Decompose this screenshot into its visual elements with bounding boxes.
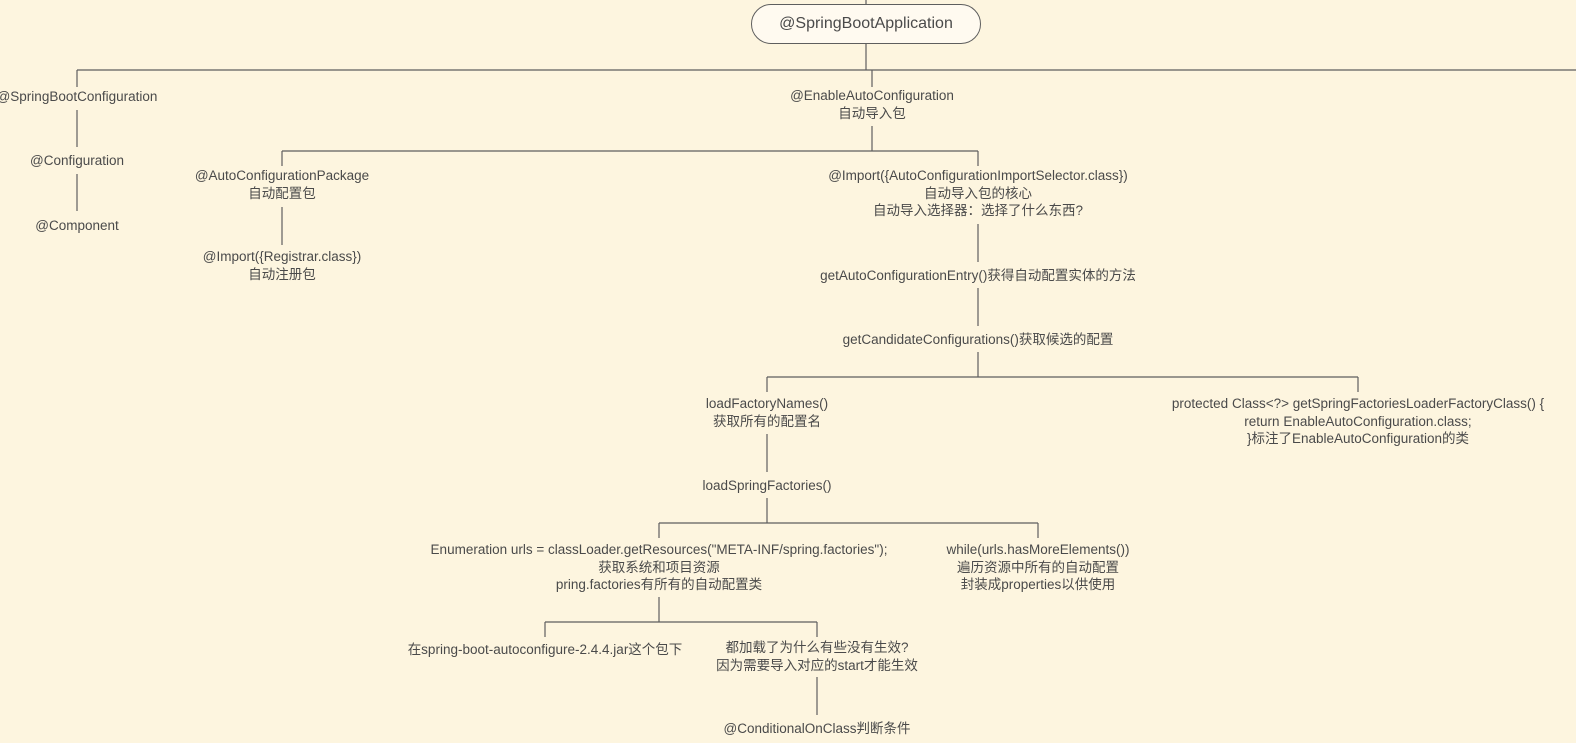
node-factories-loader-class[interactable]: protected Class<?> getSpringFactoriesLoa… <box>1172 395 1544 448</box>
node-text: 自动注册包 <box>248 266 316 282</box>
node-enable-auto-configuration[interactable]: @EnableAutoConfiguration 自动导入包 <box>790 87 954 122</box>
node-import-registrar[interactable]: @Import({Registrar.class}) 自动注册包 <box>203 248 362 283</box>
node-text: @SpringBootConfiguration <box>0 89 158 104</box>
node-text: }标注了EnableAutoConfiguration的类 <box>1246 431 1470 446</box>
node-load-factory-names[interactable]: loadFactoryNames() 获取所有的配置名 <box>706 395 828 430</box>
node-text: 自动导入包的核心 <box>924 185 1032 201</box>
node-text: 在spring-boot-autoconfigure-2.4.4.jar这个包下 <box>407 642 683 657</box>
node-text: getCandidateConfigurations()获取候选的配置 <box>842 332 1114 347</box>
node-text: @Import({AutoConfigurationImportSelector… <box>828 168 1128 183</box>
node-text: 获取所有的配置名 <box>712 413 821 429</box>
node-text: @ConditionalOnClass判断条件 <box>723 721 911 736</box>
node-auto-configuration-package[interactable]: @AutoConfigurationPackage 自动配置包 <box>195 167 369 202</box>
node-text: 遍历资源中所有的自动配置 <box>957 559 1119 575</box>
node-get-auto-configuration-entry[interactable]: getAutoConfigurationEntry()获得自动配置实体的方法 <box>820 267 1136 285</box>
node-springboot-configuration[interactable]: @SpringBootConfiguration <box>0 88 157 106</box>
node-text: 都加载了为什么有些没有生效? <box>725 640 909 655</box>
node-while-urls[interactable]: while(urls.hasMoreElements()) 遍历资源中所有的自动… <box>946 541 1129 594</box>
node-import-selector[interactable]: @Import({AutoConfigurationImportSelector… <box>828 167 1128 220</box>
node-load-spring-factories[interactable]: loadSpringFactories() <box>702 477 831 495</box>
node-text: Enumeration urls = classLoader.getResour… <box>430 542 888 557</box>
node-text: return EnableAutoConfiguration.class; <box>1244 413 1472 429</box>
node-text: 自动导入选择器：选择了什么东西? <box>872 203 1083 218</box>
node-text: while(urls.hasMoreElements()) <box>946 542 1130 557</box>
node-text: 获取系统和项目资源 <box>598 559 720 575</box>
node-text: @Import({Registrar.class}) <box>202 249 362 264</box>
node-text: protected Class<?> getSpringFactoriesLoa… <box>1171 396 1545 411</box>
node-text: @EnableAutoConfiguration <box>790 88 954 103</box>
node-text: pring.factories有所有的自动配置类 <box>555 577 763 592</box>
node-text: 自动配置包 <box>248 185 316 201</box>
node-get-candidate-configurations[interactable]: getCandidateConfigurations()获取候选的配置 <box>843 331 1114 349</box>
node-text: @AutoConfigurationPackage <box>194 168 370 183</box>
node-text: @Component <box>35 218 119 233</box>
node-text: loadFactoryNames() <box>705 396 829 411</box>
node-jar-package[interactable]: 在spring-boot-autoconfigure-2.4.4.jar这个包下 <box>408 641 683 659</box>
node-text: getAutoConfigurationEntry()获得自动配置实体的方法 <box>820 268 1136 283</box>
root-node-springboot-application[interactable]: @SpringBootApplication <box>751 4 981 44</box>
node-conditional-on-class[interactable]: @ConditionalOnClass判断条件 <box>723 720 910 738</box>
node-text: loadSpringFactories() <box>702 478 832 493</box>
node-why-not-effective[interactable]: 都加载了为什么有些没有生效? 因为需要导入对应的start才能生效 <box>716 639 918 674</box>
node-text: 自动导入包 <box>838 105 906 121</box>
node-text: 因为需要导入对应的start才能生效 <box>716 657 918 673</box>
node-text: 封装成properties以供使用 <box>960 577 1116 592</box>
root-node-label: @SpringBootApplication <box>779 15 953 32</box>
node-text: @Configuration <box>29 153 125 168</box>
node-enumeration-urls[interactable]: Enumeration urls = classLoader.getResour… <box>431 541 888 594</box>
node-configuration[interactable]: @Configuration <box>30 152 124 170</box>
node-component[interactable]: @Component <box>35 217 119 235</box>
